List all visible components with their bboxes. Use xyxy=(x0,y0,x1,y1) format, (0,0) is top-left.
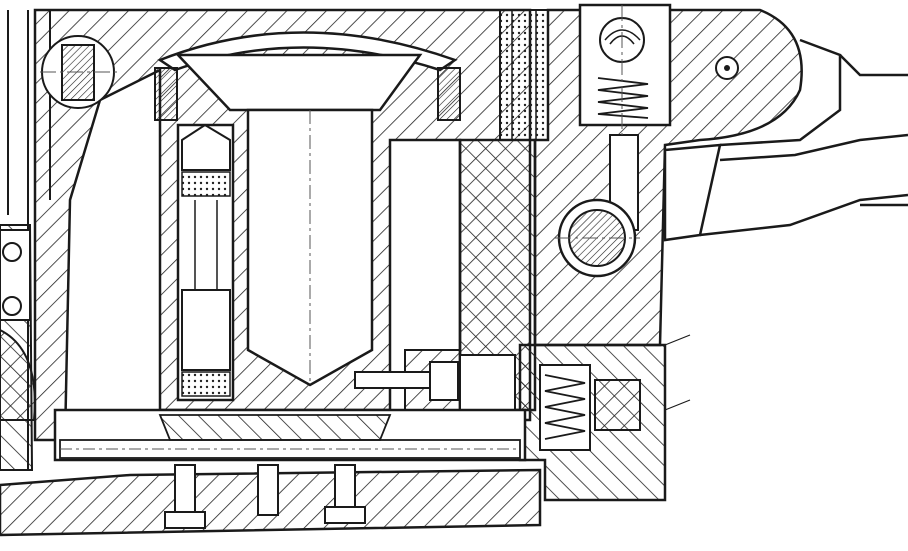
central-plunger xyxy=(246,108,374,387)
base-plate xyxy=(0,464,542,537)
bolt-hole-icon xyxy=(2,242,22,262)
bolt-head-icon xyxy=(324,506,366,524)
left-bracket xyxy=(0,224,36,471)
left-cylinder xyxy=(176,123,235,402)
bottom-rail xyxy=(53,408,527,462)
lever-arm xyxy=(663,38,908,242)
valve-cap xyxy=(154,31,461,121)
spring-icon xyxy=(597,77,649,119)
spring-icon xyxy=(544,374,586,440)
bolt-head-icon xyxy=(164,511,206,529)
right-housing xyxy=(533,3,803,347)
bolt-hole-icon xyxy=(2,296,22,316)
lower-right-block xyxy=(518,334,691,502)
horizontal-pin xyxy=(354,349,516,411)
centre-lines xyxy=(40,5,640,239)
